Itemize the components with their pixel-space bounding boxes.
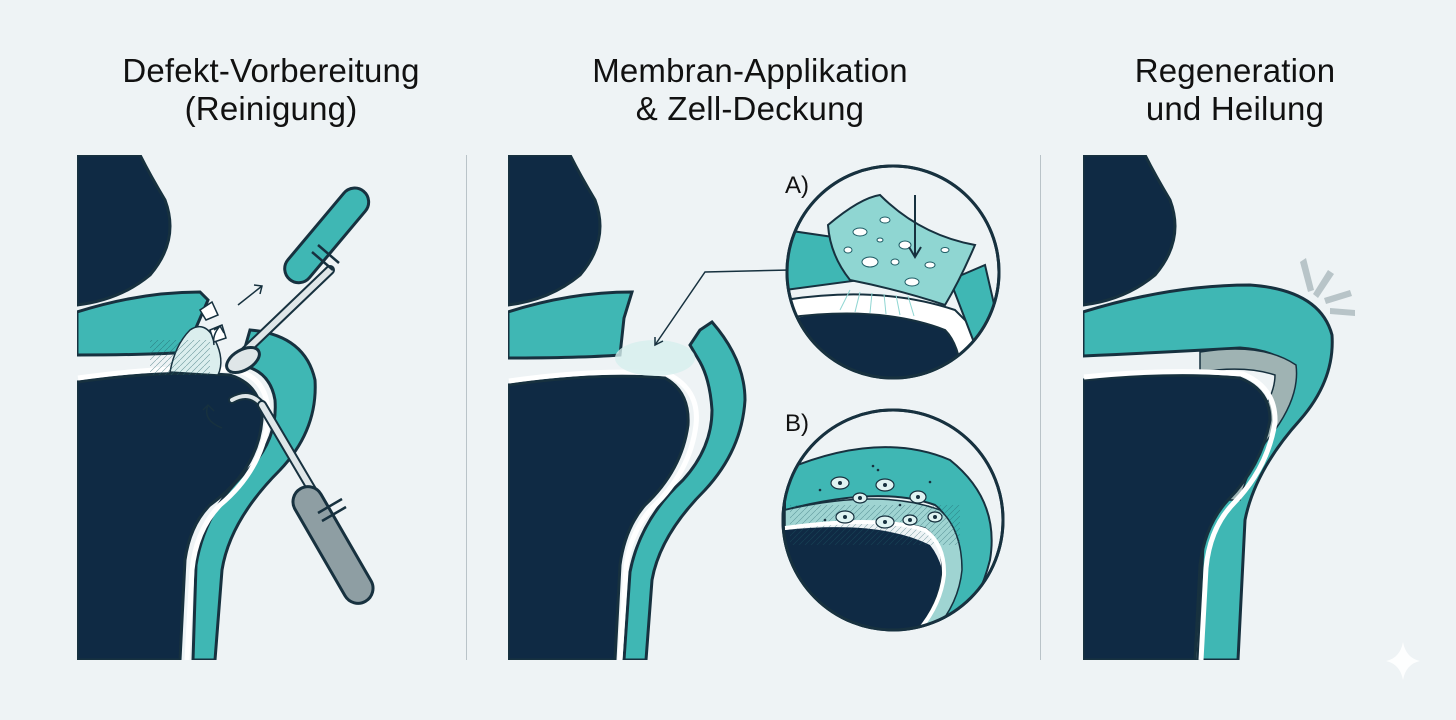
- panel-3-joint: [1083, 155, 1343, 660]
- healed-cartilage: [1083, 283, 1334, 660]
- divider-1: [466, 155, 467, 660]
- lower-bone-3: [1083, 373, 1272, 660]
- divider-2: [1040, 155, 1041, 660]
- inset-b: [781, 408, 1005, 632]
- panel-3-title-line-2: und Heilung: [1145, 90, 1325, 127]
- sparkle-icon: [1386, 642, 1420, 680]
- panel-1-title: Defekt-Vorbereitung (Reinigung): [76, 52, 466, 128]
- curette-icon: [225, 186, 371, 374]
- lower-cartilage-2: [622, 320, 747, 660]
- upper-bone-2: [508, 155, 602, 307]
- inset-b-label: B): [785, 410, 809, 437]
- panel-2-title: Membran-Applikation & Zell-Deckung: [500, 52, 1000, 128]
- panel-3-title-line-1: Regeneration: [1134, 52, 1336, 89]
- lower-cartilage: [191, 328, 317, 660]
- lower-bone-2: [508, 374, 690, 660]
- pointer-arrow: [654, 269, 791, 347]
- membrane: [826, 193, 977, 307]
- upper-cartilage: [77, 290, 210, 357]
- upper-cartilage-2: [508, 290, 635, 360]
- panel-1-title-line-1: Defekt-Vorbereitung: [122, 52, 420, 89]
- panel-2-title-line-1: Membran-Applikation: [592, 52, 908, 89]
- healing-marks: [1300, 258, 1355, 316]
- upper-bone-3: [1083, 155, 1177, 307]
- panel-3-title: Regeneration und Heilung: [1085, 52, 1385, 128]
- inset-a: [785, 164, 1001, 380]
- probe-icon: [228, 392, 375, 605]
- panel-2-joint: [508, 155, 778, 660]
- panel-2-title-line-2: & Zell-Deckung: [635, 90, 865, 127]
- panel-1-title-line-2: (Reinigung): [184, 90, 358, 127]
- upper-bone: [77, 155, 172, 307]
- motion-arrows: [202, 284, 263, 429]
- inset-a-label: A): [785, 172, 809, 199]
